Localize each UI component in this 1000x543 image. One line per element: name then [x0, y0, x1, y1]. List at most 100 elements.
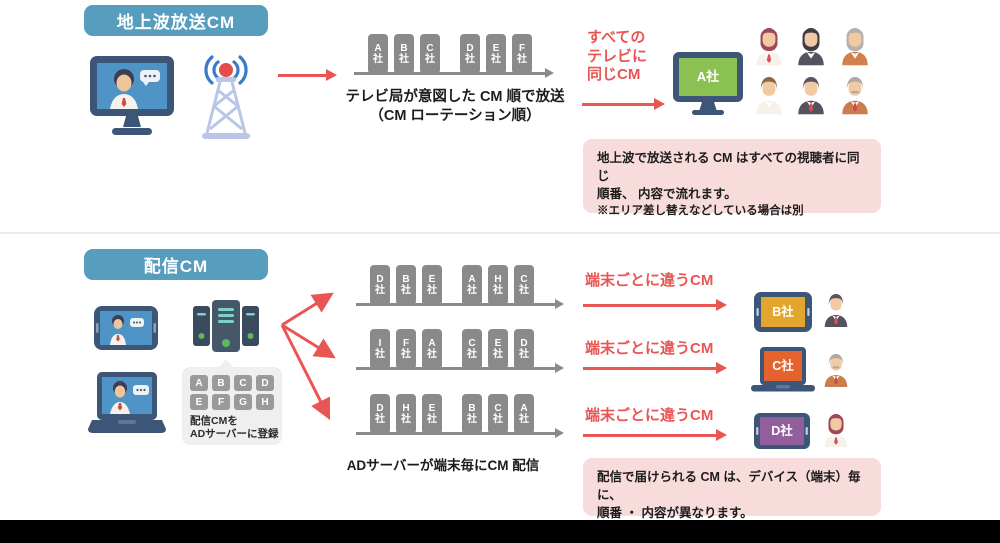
per-device-arrow: [583, 429, 727, 441]
cm-company-letter: B: [400, 43, 408, 54]
cm-company-letter: C: [426, 43, 434, 54]
cm-company-suffix: 社: [427, 414, 437, 425]
device-user-man-icon: [821, 290, 851, 328]
register-caption-line2: ADサーバーに登録: [190, 428, 279, 440]
register-block: A: [190, 375, 208, 391]
cm-company-suffix: 社: [427, 349, 437, 360]
viewer-woman-icon: [838, 24, 872, 66]
cm-company-suffix: 社: [467, 349, 477, 360]
viewer-man-icon: [752, 73, 786, 115]
cm-company-suffix: 社: [517, 54, 527, 65]
cm-company-letter: A: [374, 43, 382, 54]
same-cm-label: すべての テレビに 同じCM: [587, 29, 647, 85]
cm-company-letter: C: [468, 338, 476, 349]
viewer-tv-label: A社: [696, 69, 720, 84]
per-device-arrow: [583, 362, 727, 374]
cm-company-letter: E: [428, 403, 436, 414]
cm-company-suffix: 社: [491, 54, 501, 65]
register-letter: C: [239, 377, 247, 389]
same-cm-line1: すべての: [587, 29, 646, 46]
streaming-note: 配信で届けられる CM は、デバイス（端末）毎に、 順番 ・ 内容が異なります。: [583, 458, 881, 520]
register-block: H: [256, 394, 274, 410]
broadcast-caption-line2: （CM ローテーション順）: [369, 107, 541, 124]
cm-company-letter: E: [492, 43, 500, 54]
stream-timeline-arrow: [356, 428, 564, 438]
register-block: D: [256, 375, 274, 391]
broadcast-timeline-arrow: [354, 68, 554, 78]
terrestrial-header-label: 地上波放送CM: [116, 13, 236, 32]
cm-company-letter: D: [466, 43, 474, 54]
cm-company-letter: C: [494, 403, 502, 414]
per-device-cm-label: 端末ごとに違うCM: [585, 340, 714, 357]
register-block: F: [212, 394, 230, 410]
cm-company-suffix: 社: [375, 285, 385, 296]
register-letter: E: [195, 396, 203, 408]
terrestrial-note-line3: ※エリア差し替えなどしている場合は別: [597, 205, 804, 217]
cm-company-letter: H: [402, 403, 410, 414]
broadcast-caption-line1: テレビ局が意図した CM 順で放送: [345, 89, 565, 105]
cm-company-suffix: 社: [401, 414, 411, 425]
terrestrial-note: 地上波で放送される CM はすべての視聴者に同じ 順番、 内容で流れます。 ※エ…: [583, 139, 881, 217]
streaming-header-badge: 配信CM: [84, 249, 268, 280]
viewer-tv-icon: [673, 52, 743, 115]
cm-company-suffix: 社: [375, 349, 385, 360]
device-label: C社: [772, 359, 794, 373]
broadcast-caption: テレビ局が意図した CM 順で放送 （CM ローテーション順）: [335, 88, 575, 125]
laptop-viewer-icon: [88, 372, 166, 433]
per-device-cm-label: 端末ごとに違うCM: [585, 407, 714, 424]
cm-company-suffix: 社: [465, 54, 475, 65]
register-letter: B: [217, 377, 225, 389]
device-user-old-man-icon: [821, 350, 851, 388]
delivery-caption: ADサーバーが端末毎にCM 配信: [346, 458, 540, 473]
stream-timeline-arrow: [356, 363, 564, 373]
broadcast-tower-icon: [202, 55, 250, 139]
cm-company-suffix: 社: [493, 349, 503, 360]
cm-company-letter: I: [378, 338, 382, 349]
callout-pointer: [218, 359, 234, 368]
register-block: E: [190, 394, 208, 410]
register-callout: A B C D E F G H 配信CMを ADサーバーに登録: [182, 359, 282, 445]
cm-company-letter: B: [468, 403, 476, 414]
cm-company-suffix: 社: [427, 285, 437, 296]
cm-company-letter: A: [428, 338, 436, 349]
same-cm-arrow: [582, 98, 665, 110]
register-caption-line1: 配信CMを: [190, 415, 238, 427]
register-letter: F: [217, 396, 225, 408]
cm-company-suffix: 社: [399, 54, 409, 65]
cm-company-suffix: 社: [519, 285, 529, 296]
register-letter: D: [261, 377, 269, 389]
cm-company-letter: C: [520, 274, 528, 285]
cm-company-letter: E: [428, 274, 436, 285]
register-letter: H: [261, 396, 269, 408]
cm-company-letter: E: [494, 338, 502, 349]
cm-company-letter: F: [518, 43, 526, 54]
cm-company-letter: D: [520, 338, 528, 349]
same-cm-line2: テレビに: [587, 47, 648, 65]
device-label: B社: [772, 305, 794, 319]
terrestrial-header-badge: 地上波放送CM: [84, 5, 268, 36]
cm-company-suffix: 社: [467, 414, 477, 425]
device-user-woman-icon: [821, 410, 851, 448]
tv-announcer-icon: [90, 56, 174, 135]
streaming-header-label: 配信CM: [143, 257, 209, 276]
cm-company-suffix: 社: [467, 285, 477, 296]
register-block: B: [212, 375, 230, 391]
cm-company-letter: A: [468, 274, 476, 285]
cm-company-letter: D: [376, 274, 384, 285]
terrestrial-note-line2: 順番、 内容で流れます。: [597, 187, 737, 201]
